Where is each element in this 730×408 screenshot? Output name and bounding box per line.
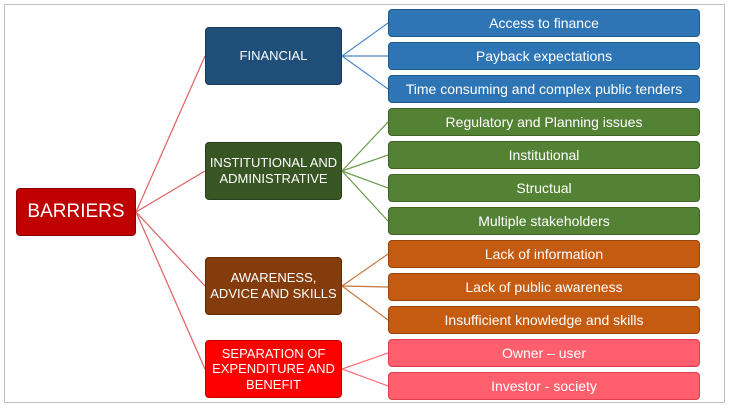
leaf-investor-society: Investor - society — [388, 372, 700, 400]
leaf-lack-of-public-awareness: Lack of public awareness — [388, 273, 700, 301]
leaf-payback-expectations: Payback expectations — [388, 42, 700, 70]
leaf-institutional: Institutional — [388, 141, 700, 169]
root-node-barriers: BARRIERS — [16, 188, 136, 236]
leaf-insufficient-knowledge: Insufficient knowledge and skills — [388, 306, 700, 334]
link-root-separation — [135, 211, 206, 370]
link-root-awareness — [135, 211, 206, 287]
link-sep-1 — [341, 368, 389, 387]
link-sep-0 — [341, 352, 389, 370]
link-inst-2 — [341, 170, 389, 189]
leaf-multiple-stakeholders: Multiple stakeholders — [388, 207, 700, 235]
link-inst-1 — [341, 154, 389, 172]
category-separation-expenditure-benefit: SEPARATION OF EXPENDITURE AND BENEFIT — [205, 340, 342, 398]
leaf-public-tenders: Time consuming and complex public tender… — [388, 75, 700, 103]
link-aware-2 — [341, 285, 389, 321]
link-inst-3 — [341, 170, 389, 222]
leaf-access-to-finance: Access to finance — [388, 9, 700, 37]
link-financial-0 — [341, 22, 389, 57]
link-root-financial — [135, 55, 206, 213]
category-institutional-administrative: INSTITUTIONAL AND ADMINISTRATIVE — [205, 142, 342, 200]
category-awareness-advice-skills: AWARENESS, ADVICE AND SKILLS — [205, 257, 342, 315]
leaf-structual: Structual — [388, 174, 700, 202]
link-inst-0 — [341, 121, 389, 172]
leaf-lack-of-information: Lack of information — [388, 240, 700, 268]
link-aware-1 — [341, 285, 389, 288]
leaf-regulatory-planning: Regulatory and Planning issues — [388, 108, 700, 136]
link-aware-0 — [341, 253, 389, 287]
leaf-owner-user: Owner – user — [388, 339, 700, 367]
link-root-institutional — [135, 170, 206, 213]
link-financial-2 — [341, 55, 389, 90]
category-financial: FINANCIAL — [205, 27, 342, 85]
